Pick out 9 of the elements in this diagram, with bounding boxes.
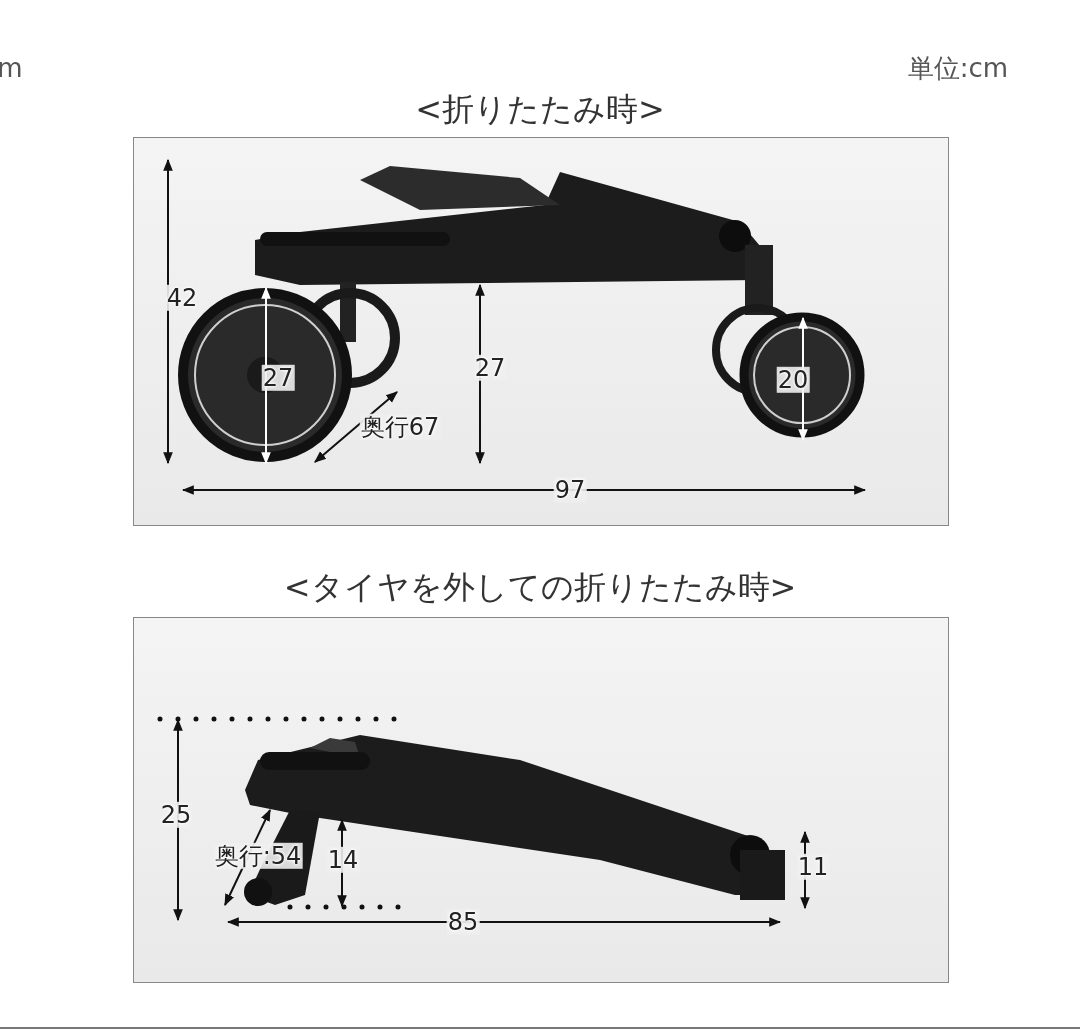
dimension-label: 奥行67 xyxy=(359,413,441,441)
section-heading: <折りたたみ時> xyxy=(415,92,665,128)
dimension-label: 20 xyxy=(776,366,810,394)
unit-label: 単位:cm xyxy=(907,53,1009,83)
section-heading: <タイヤを外しての折りたたみ時> xyxy=(283,570,797,606)
dimension-label: 97 xyxy=(553,476,587,504)
dimension-label: 25 xyxy=(159,801,193,829)
dimension-label: 奥行:54 xyxy=(213,842,303,870)
unit-label: m xyxy=(0,53,23,83)
